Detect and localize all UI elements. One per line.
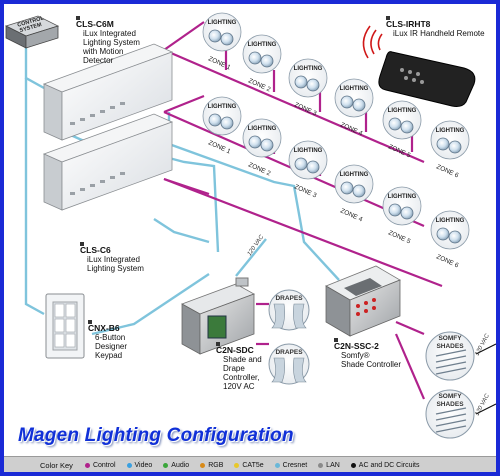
- color-key-item: Audio: [163, 462, 189, 469]
- fixture-label: LIGHTING: [208, 20, 237, 26]
- color-key-label: CAT5e: [242, 461, 264, 469]
- lighting-fixture-b5: LIGHTING: [382, 186, 422, 226]
- bullet-icon: [216, 342, 220, 346]
- color-dot-icon: [126, 462, 132, 468]
- cnx-b6-keypad: [45, 293, 85, 359]
- color-key-item: Video: [126, 461, 153, 469]
- color-key-item: CAT5e: [234, 461, 264, 469]
- fixture-label: LIGHTING: [340, 172, 369, 178]
- lighting-fixture-b4: LIGHTING: [334, 164, 374, 204]
- shades-label-1a: SOMFY: [438, 335, 462, 342]
- fixture-label: LIGHTING: [248, 126, 277, 132]
- color-key-label: Audio: [171, 461, 190, 469]
- bullet-icon: [76, 16, 80, 20]
- zone-label: ZONE 6: [435, 163, 460, 179]
- cls-c6m-panel: [42, 43, 174, 141]
- voltage-label-sdc: 120 VAC: [247, 234, 266, 257]
- voltage-label-shades-1: 120 VAC: [474, 333, 491, 357]
- drapes-2: [268, 343, 310, 385]
- somfy-shades-2: [425, 389, 475, 439]
- lighting-fixture-a5: LIGHTING: [382, 100, 422, 140]
- color-key-item: LAN: [318, 462, 340, 469]
- color-key-label: Cresnet: [282, 461, 308, 469]
- lighting-fixture-a6: LIGHTING: [430, 120, 470, 160]
- c2n-sdc-label: C2N-SDC Shade and Drape Controller, 120V…: [216, 342, 262, 391]
- color-key-label: Video: [134, 461, 153, 469]
- color-dot-icon: [163, 462, 169, 468]
- drapes-1: [268, 289, 310, 331]
- c2n-ssc2-controller: [325, 265, 401, 337]
- color-key-label: RGB: [208, 461, 224, 469]
- lighting-fixture-a3: LIGHTING: [288, 58, 328, 98]
- c2n-ssc2-label: C2N-SSC-2 Somfy® Shade Controller: [334, 338, 401, 369]
- lighting-fixtures: LIGHTING LIGHTING LIGHTING LIGHTING LIGHTING…: [202, 12, 470, 250]
- lighting-fixture-a2: LIGHTING: [242, 34, 282, 74]
- fixture-label: LIGHTING: [388, 194, 417, 200]
- drapes-label-1: DRAPES: [275, 295, 303, 302]
- cls-irht8-label: CLS-IRHT8 iLux IR Handheld Remote: [386, 16, 485, 38]
- bullet-icon: [334, 338, 338, 342]
- fixture-label: LIGHTING: [294, 148, 323, 154]
- color-key-item: AC and DC Circuits: [350, 461, 420, 469]
- zone-label: ZONE 6: [435, 253, 460, 269]
- fixture-label: LIGHTING: [208, 104, 237, 110]
- lighting-fixture-b3: LIGHTING: [288, 140, 328, 180]
- cls-c6-panel: [42, 113, 174, 211]
- bullet-icon: [88, 320, 92, 324]
- color-key-item: Cresnet: [274, 461, 308, 469]
- fixture-label: LIGHTING: [248, 42, 277, 48]
- color-key-label: Control: [92, 461, 116, 469]
- lighting-fixture-a4: LIGHTING: [334, 78, 374, 118]
- fixture-label: LIGHTING: [340, 86, 369, 92]
- color-dot-icon: [318, 462, 324, 468]
- zone-label: ZONE 4: [339, 207, 364, 223]
- control-system-box: [4, 15, 60, 49]
- ac-wiring: [475, 343, 496, 415]
- lighting-fixture-b6: LIGHTING: [430, 210, 470, 250]
- voltage-label-shades-2: 120 VAC: [474, 393, 491, 417]
- zone-label: ZONE 2: [247, 161, 272, 177]
- drapes-label-2: DRAPES: [275, 349, 303, 356]
- lighting-fixture-b2: LIGHTING: [242, 118, 282, 158]
- color-dot-icon: [274, 462, 280, 468]
- fixture-label: LIGHTING: [436, 128, 465, 134]
- fixture-label: LIGHTING: [294, 66, 323, 72]
- cls-c6-label: CLS-C6 iLux Integrated Lighting System: [80, 242, 144, 273]
- wiring-diagram: LIGHTING LIGHTING LIGHTING LIGHTING LIGHTING…: [4, 12, 496, 439]
- somfy-shades-1: [425, 331, 475, 381]
- zone-label: ZONE 5: [387, 229, 412, 245]
- zone-label: ZONE 1: [207, 139, 232, 155]
- lighting-fixture-a1: LIGHTING: [202, 12, 242, 52]
- zone-label: ZONE 5: [387, 143, 412, 159]
- cls-c6m-label: CLS-C6M iLux Integrated Lighting System …: [76, 16, 140, 65]
- ir-remote: [362, 25, 476, 107]
- color-key-label: AC and DC Circuits: [358, 461, 420, 469]
- diagram-frame: LIGHTING LIGHTING LIGHTING LIGHTING LIGHTING…: [4, 4, 496, 472]
- color-key-title: Color Key: [40, 460, 73, 470]
- cnx-b6-label: CNX-B6 6-Button Designer Keypad: [88, 320, 127, 360]
- page-title: Magen Lighting Configuration: [18, 425, 294, 446]
- zone-label: ZONE 4: [339, 121, 364, 137]
- shades-label-1b: SHADES: [436, 343, 464, 350]
- bullet-icon: [80, 242, 84, 246]
- shades-label-2a: SOMFY: [438, 393, 462, 400]
- zone-label: ZONE 3: [293, 101, 318, 117]
- lighting-fixture-b1: LIGHTING: [202, 96, 242, 136]
- bullet-icon: [386, 16, 390, 20]
- fixture-label: LIGHTING: [388, 108, 417, 114]
- shades-label-2b: SHADES: [436, 401, 464, 408]
- c2n-sdc-controller: [181, 277, 255, 355]
- color-dot-icon: [84, 462, 90, 468]
- color-dot-icon: [200, 462, 206, 468]
- color-dot-icon: [350, 462, 356, 468]
- color-key: Color Key Control Video Audio RGB CAT5e Cresn…: [4, 456, 496, 472]
- fixture-label: LIGHTING: [436, 218, 465, 224]
- color-key-item: Control: [84, 461, 116, 469]
- color-key-item: RGB: [200, 462, 223, 469]
- color-dot-icon: [234, 462, 240, 468]
- color-key-label: LAN: [326, 461, 340, 469]
